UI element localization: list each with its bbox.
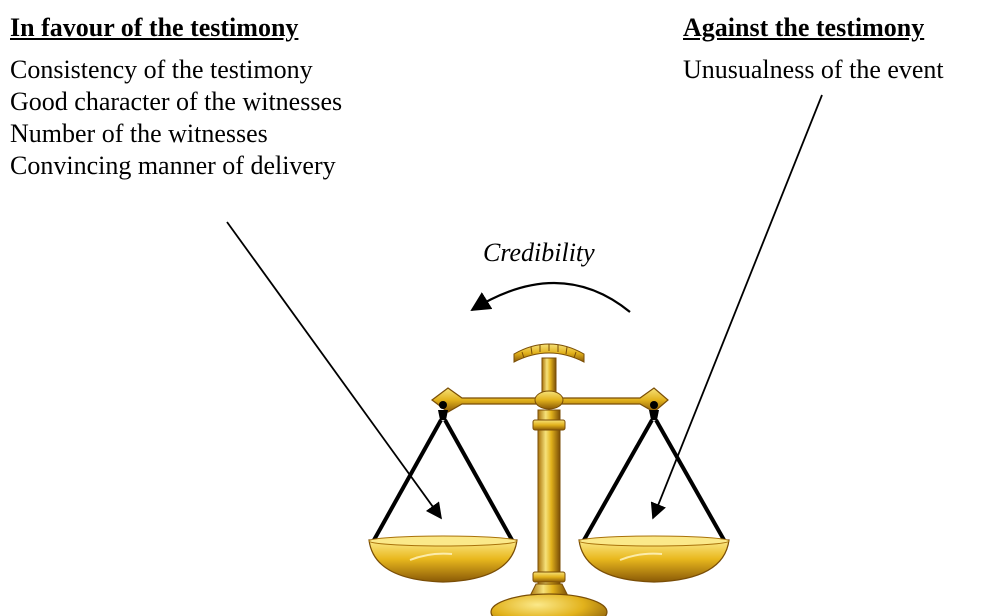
credibility-arrow (470, 281, 631, 313)
against-heading: Against the testimony (683, 13, 925, 42)
favour-item: Number of the witnesses (10, 119, 268, 148)
favour-item: Consistency of the testimony (10, 55, 313, 84)
against-item: Unusualness of the event (683, 55, 944, 84)
favour-pointer-line (226, 221, 442, 520)
favour-item: Convincing manner of delivery (10, 151, 336, 180)
against-column: Against the testimony Unusualness of the… (683, 12, 944, 86)
favour-column: In favour of the testimony Consistency o… (10, 12, 342, 182)
credibility-label: Credibility (483, 238, 595, 267)
balance-scale-icon (368, 343, 730, 616)
favour-heading: In favour of the testimony (10, 13, 299, 42)
against-pointer-line (650, 94, 823, 520)
favour-item: Good character of the witnesses (10, 87, 343, 116)
